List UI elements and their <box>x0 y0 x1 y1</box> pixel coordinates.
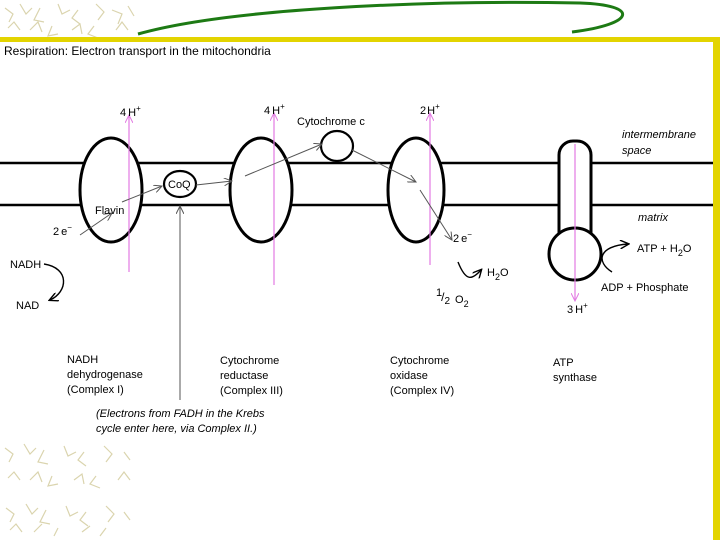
coq-shape <box>162 169 198 199</box>
arrow-nadh-to-nad <box>43 263 65 300</box>
arrow-2e-to-flavin <box>79 213 112 236</box>
nad-label: NAD <box>16 300 39 312</box>
arrow-complex-iii-to-cytc <box>244 144 322 177</box>
intermembrane-label: intermembrane <box>622 129 696 141</box>
yellow-side-bar <box>713 42 720 540</box>
complex-iv-shape <box>386 136 446 244</box>
cytochrome-c-shape <box>319 129 355 163</box>
complex-iii-name: Cytochrome reductase (Complex III) <box>220 355 283 397</box>
arrow-coq-to-complex-iii <box>195 181 232 185</box>
slide-title: Respiration: Electron transport in the m… <box>4 44 271 58</box>
complex-i-shape <box>78 136 144 244</box>
water-label: H2O <box>487 267 509 282</box>
space-label: space <box>622 145 651 157</box>
atp-output-label: ATP + H2O <box>637 243 692 258</box>
complex-i-name: NADH dehydrogenase (Complex I) <box>67 354 146 396</box>
decorative-pattern-top-left <box>4 3 135 39</box>
flavin-label: Flavin <box>95 205 124 217</box>
decorative-pattern-bottom-left <box>4 443 131 537</box>
fadh-note: (Electrons from FADH in the Krebs cycle … <box>96 408 268 435</box>
atp-synthase-name: ATP synthase <box>553 357 597 384</box>
green-swoosh <box>137 0 624 36</box>
arrow-flavin-to-coq <box>121 186 162 203</box>
nadh-label: NADH <box>10 259 41 271</box>
proton-label-complex-iv: 2H+ <box>420 102 440 117</box>
coq-label: CoQ <box>168 179 191 191</box>
adp-phosphate-label: ADP + Phosphate <box>601 282 689 294</box>
arrow-cytc-to-complex-iv <box>351 149 416 182</box>
cytochrome-c-label: Cytochrome c <box>297 116 365 128</box>
arrow-adp-to-atp <box>601 244 628 273</box>
arrow-complex-iv-to-2e <box>419 189 452 240</box>
complex-iii-shape <box>228 136 294 244</box>
arrow-to-water <box>457 261 481 277</box>
complex-iv-name: Cytochrome oxidase (Complex IV) <box>390 355 454 397</box>
matrix-label: matrix <box>638 212 668 224</box>
yellow-header-bar <box>0 37 720 42</box>
